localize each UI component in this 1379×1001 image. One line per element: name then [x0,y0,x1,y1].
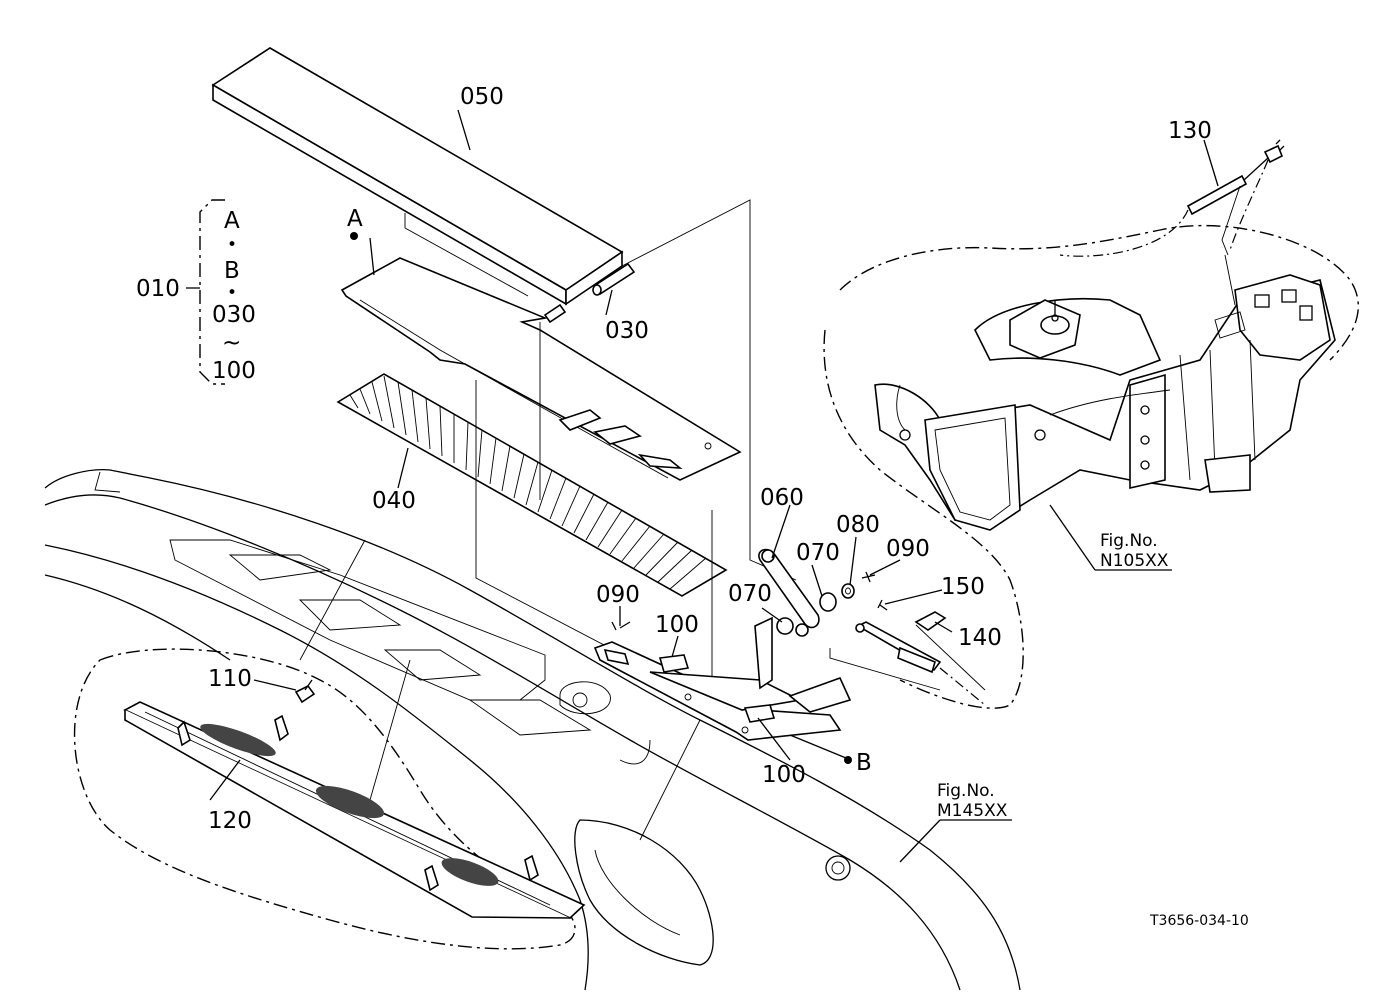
grille-mesh-3 [441,858,499,886]
label-ref-a: A [347,206,363,232]
kit-line-b: B [224,258,240,284]
filter-group-outline [73,648,576,950]
kit-line-030: 030 [212,302,256,328]
kit-tilde: ~ [222,330,241,356]
part-130-strut [1186,139,1285,256]
plate-a [340,257,742,481]
label-070-upper: 070 [796,540,840,566]
label-080: 080 [836,512,880,538]
leader-lines [209,109,1219,863]
label-100-lower: 100 [762,762,806,788]
link-line-rod [939,667,986,706]
kit-number: 010 [136,276,180,302]
part-030-pins [543,262,636,324]
kit-dot-2: • [227,283,237,303]
label-030: 030 [605,318,649,344]
kit-line-100: 100 [212,358,256,384]
bracket-tray [593,616,852,741]
label-090-left: 090 [596,582,640,608]
dashboard-shell [44,469,1021,991]
kit-bracket [199,199,225,385]
label-ref-b: B [856,750,872,776]
label-070-lower: 070 [728,581,772,607]
part-110-screw [294,679,316,704]
fig-n-code: N105XX [1100,551,1169,571]
label-050: 050 [460,84,504,110]
kit-line-a: A [224,208,240,234]
blower-housing [874,254,1336,531]
grille-mesh-1 [200,723,276,757]
kit-dot-1: • [227,235,237,255]
label-150: 150 [941,574,985,600]
fig-m-title: Fig.No. [937,781,995,801]
link-line-strut [1059,209,1189,257]
rod-assembly [855,599,947,674]
fig-n-title: Fig.No. [1100,531,1158,551]
label-060: 060 [760,485,804,511]
part-050-pad [211,47,624,306]
grille-mesh-2 [315,785,385,819]
part-040-filter [336,373,728,597]
fig-m-code: M145XX [937,801,1008,821]
lever-assembly [611,548,876,637]
label-100-upper: 100 [655,612,699,638]
drawing-code: T3656-034-10 [1149,913,1249,929]
ref-a-dot [350,232,358,240]
label-090-right: 090 [886,536,930,562]
label-130: 130 [1168,118,1212,144]
blower-group-outline [823,224,1359,709]
ref-b-dot [844,756,852,764]
label-140: 140 [958,625,1002,651]
label-040: 040 [372,488,416,514]
part-120-grille [123,701,586,919]
label-120: 120 [208,808,252,834]
label-110: 110 [208,666,252,692]
